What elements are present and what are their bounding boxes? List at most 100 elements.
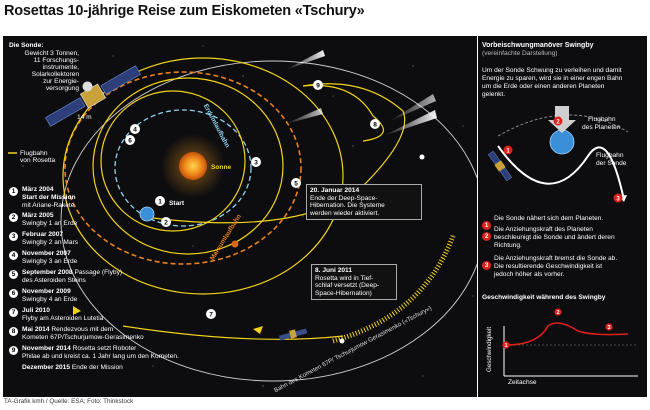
mars-orbit xyxy=(64,71,302,265)
step-text-3b: Die resultierende Geschwindigkeit ist xyxy=(494,263,603,270)
timeline-num-5: 5 xyxy=(9,270,18,279)
timeline-text-9a: Rosetta setzt Roboter xyxy=(72,345,137,352)
swingby-step-3: 3 Die Anziehungskraft bremst die Sonde a… xyxy=(482,254,617,278)
timeline-date-3: Februar 2007 xyxy=(22,231,64,238)
timeline-date-9: November 2014 xyxy=(22,345,71,352)
probe-heading: Die Sonde: xyxy=(9,42,44,49)
step-text-3c: jedoch höher als vorher. xyxy=(494,271,565,278)
comets xyxy=(285,50,437,136)
swingby-subheading: (vereinfachte Darstellung) xyxy=(482,50,558,57)
page-title: Rosettas 10-jährige Reise zum Eiskometen… xyxy=(4,3,365,19)
probe-path-label-1: Flugbahn xyxy=(596,152,624,159)
timeline-text-3: Swingby 2 an Mars xyxy=(22,238,79,246)
svg-text:6: 6 xyxy=(128,138,132,145)
direction-arrows xyxy=(73,306,263,334)
swingby-intro-3: um die Erde oder einen anderen Planeten xyxy=(482,83,605,90)
chart-marker-1: 1 xyxy=(504,343,507,349)
speed-chart: 1 2 3 xyxy=(502,308,638,377)
planet xyxy=(549,129,575,155)
timeline-num-3: 3 xyxy=(9,232,18,241)
timeline-date-8: Mai 2014 xyxy=(22,326,50,333)
step-num-2: 2 xyxy=(482,232,491,241)
step-num-1: 1 xyxy=(482,221,491,230)
info-jun2011-head: 8. Juni 2011 xyxy=(315,267,353,274)
earth-orbit xyxy=(114,109,252,227)
timeline-num-4: 4 xyxy=(9,251,18,260)
path-markers: 1 2 3 4 5 6 7 8 9 xyxy=(125,80,380,319)
info-box-jan2014: 20. Januar 2014 Ende der Deep-Space- Hib… xyxy=(306,184,422,221)
probe-path xyxy=(497,145,625,201)
sun-label: Sonne xyxy=(211,164,232,171)
swingby-panel: 1 2 3 1 2 3 Vorbeischwungmanöver Swingby… xyxy=(478,36,647,397)
timeline-date-5: September 2008 xyxy=(22,269,73,276)
info-jun2011-line-3: Space-Hibernation) xyxy=(315,289,372,297)
timeline-text-7: Flyby am Asteroiden Lutetia xyxy=(22,314,104,322)
timeline-text-6: Swingby 4 an Erde xyxy=(22,295,78,303)
probe-path-label-2: der Sonde xyxy=(596,160,627,167)
probe-line-4: Solarkollektoren xyxy=(31,71,79,78)
main-diagram-panel: 1 2 3 4 5 6 7 8 9 Die Sonde: Gewicht 3 T… xyxy=(3,36,477,397)
probe-line-2: 11 Forschungs- xyxy=(33,57,79,64)
timeline-date-4: November 2007 xyxy=(22,250,71,257)
timeline-text-2: Swingby 1 an Erde xyxy=(22,219,78,227)
probe-line-3: instrumente, xyxy=(42,64,79,71)
timeline-num-6: 6 xyxy=(9,289,18,298)
speed-chart-title: Geschwindigkeit während des Swingby xyxy=(482,294,606,301)
chart-marker-3: 3 xyxy=(607,325,610,331)
svg-text:1: 1 xyxy=(158,199,162,206)
swingby-diagram: 1 2 3 1 2 3 xyxy=(488,106,638,377)
swingby-probe-icon xyxy=(488,150,512,182)
svg-text:3: 3 xyxy=(254,160,258,167)
swingby-intro-1: Um der Sonde Schwung zu verleihen und da… xyxy=(482,67,622,74)
info-jan2014-line-1: Ende der Deep-Space- xyxy=(310,194,378,202)
swingby-markers: 1 2 3 xyxy=(503,116,623,203)
svg-text:1: 1 xyxy=(506,148,510,154)
probe-size-label: 14 m xyxy=(77,114,92,121)
svg-text:5: 5 xyxy=(294,181,298,188)
timeline-text-4: Swingby 3 an Erde xyxy=(22,257,78,265)
svg-text:7: 7 xyxy=(209,312,213,319)
probe-line-5: zur Energie- xyxy=(43,78,79,85)
timeline-num-1: 1 xyxy=(9,187,18,196)
timeline-text-8a: Rendezvous mit dem xyxy=(51,326,114,333)
start-label: Start xyxy=(169,200,185,207)
swingby-step-2: 2 Die Anziehungskraft des Planeten besch… xyxy=(482,225,615,249)
timeline-date-7: Juli 2010 xyxy=(22,307,50,314)
rosetta-spacecraft-icon xyxy=(45,65,141,127)
timeline-text-1b: mit Ariane-Rakete xyxy=(22,201,75,209)
timeline-text-8b: Kometen 67P/Tschurjumow-Gerasimenko xyxy=(22,333,144,341)
timeline-text-10: Ende der Mission xyxy=(71,364,123,371)
svg-text:9: 9 xyxy=(316,83,320,90)
speed-curve xyxy=(505,322,629,346)
timeline-num-2: 2 xyxy=(9,213,18,222)
mars xyxy=(231,240,239,248)
info-jun2011-line-1: Rosetta wird in Tief- xyxy=(315,274,374,282)
orbit-diagram: 1 2 3 4 5 6 7 8 9 xyxy=(8,45,477,387)
probe-line-6: versorgung xyxy=(46,85,79,92)
info-jan2014-line-2: Hibernation. Die Systeme xyxy=(310,202,385,210)
timeline-date-1: März 2004 xyxy=(22,186,54,193)
step-text-2a: Die Anziehungskraft des Planeten xyxy=(494,226,593,233)
info-box-jun2011: 8. Juni 2011 Rosetta wird in Tief- schla… xyxy=(311,264,397,301)
step-text-2c: Richtung. xyxy=(494,242,522,249)
rosetta-small-icon xyxy=(278,328,308,341)
timeline-num-9: 9 xyxy=(9,346,18,355)
sun xyxy=(179,152,207,180)
timeline-num-8: 8 xyxy=(9,327,18,336)
step-num-3: 3 xyxy=(482,261,491,270)
timeline-text-1a: Start der Mission xyxy=(22,193,76,201)
event-dot-2014 xyxy=(419,154,425,160)
speed-chart-xlabel: Zeitachse xyxy=(508,379,537,386)
step-text-2b: beschleunigt die Sonde und ändert deren xyxy=(494,234,615,241)
svg-text:2: 2 xyxy=(556,119,560,125)
swingby-heading: Vorbeischwungmanöver Swingby xyxy=(482,42,594,49)
svg-text:4: 4 xyxy=(133,127,137,134)
event-dot-2011 xyxy=(339,338,345,344)
earth xyxy=(139,206,155,222)
timeline-date-6: November 2009 xyxy=(22,288,71,295)
flight-path-legend-1: Flugbahn xyxy=(20,150,48,157)
info-jan2014-head: 20. Januar 2014 xyxy=(310,187,360,194)
speed-chart-ylabel: Geschwindigkeit xyxy=(486,326,493,372)
timeline-text-5: Passage (Flyby) des Asteroiden Steins xyxy=(22,269,123,284)
